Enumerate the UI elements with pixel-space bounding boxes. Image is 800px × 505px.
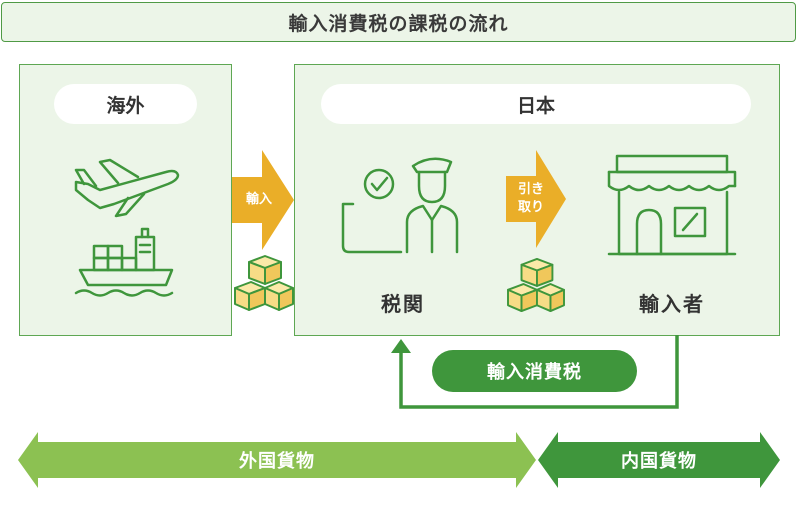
tax-flow-arrow [391,335,679,409]
overseas-label: 海外 [54,84,197,124]
customs-label: 税関 [381,292,425,316]
airplane-icon [74,158,180,218]
cargo-ship-icon [74,227,174,297]
import-consumption-tax-pill: 輸入消費税 [432,350,637,392]
domestic-goods-band [538,432,780,488]
cardboard-boxes-icon [234,255,294,311]
pickup-arrow-label-1: 引き [517,182,544,197]
diagram-title: 輸入消費税の課税の流れ [1,2,796,42]
pickup-arrow-label-2: 取り [517,200,544,215]
importer-label: 輸入者 [639,292,705,316]
japan-label: 日本 [321,84,751,124]
foreign-goods-band [18,432,536,488]
shop-icon [607,154,737,256]
domestic-goods-label: 内国貨物 [621,451,697,472]
import-arrow-label: 輸入 [245,192,272,207]
cardboard-boxes-icon [507,257,565,313]
import-arrow [232,150,294,250]
pickup-arrow [506,150,566,248]
customs-officer-icon [341,157,459,254]
foreign-goods-label: 外国貨物 [239,451,315,472]
